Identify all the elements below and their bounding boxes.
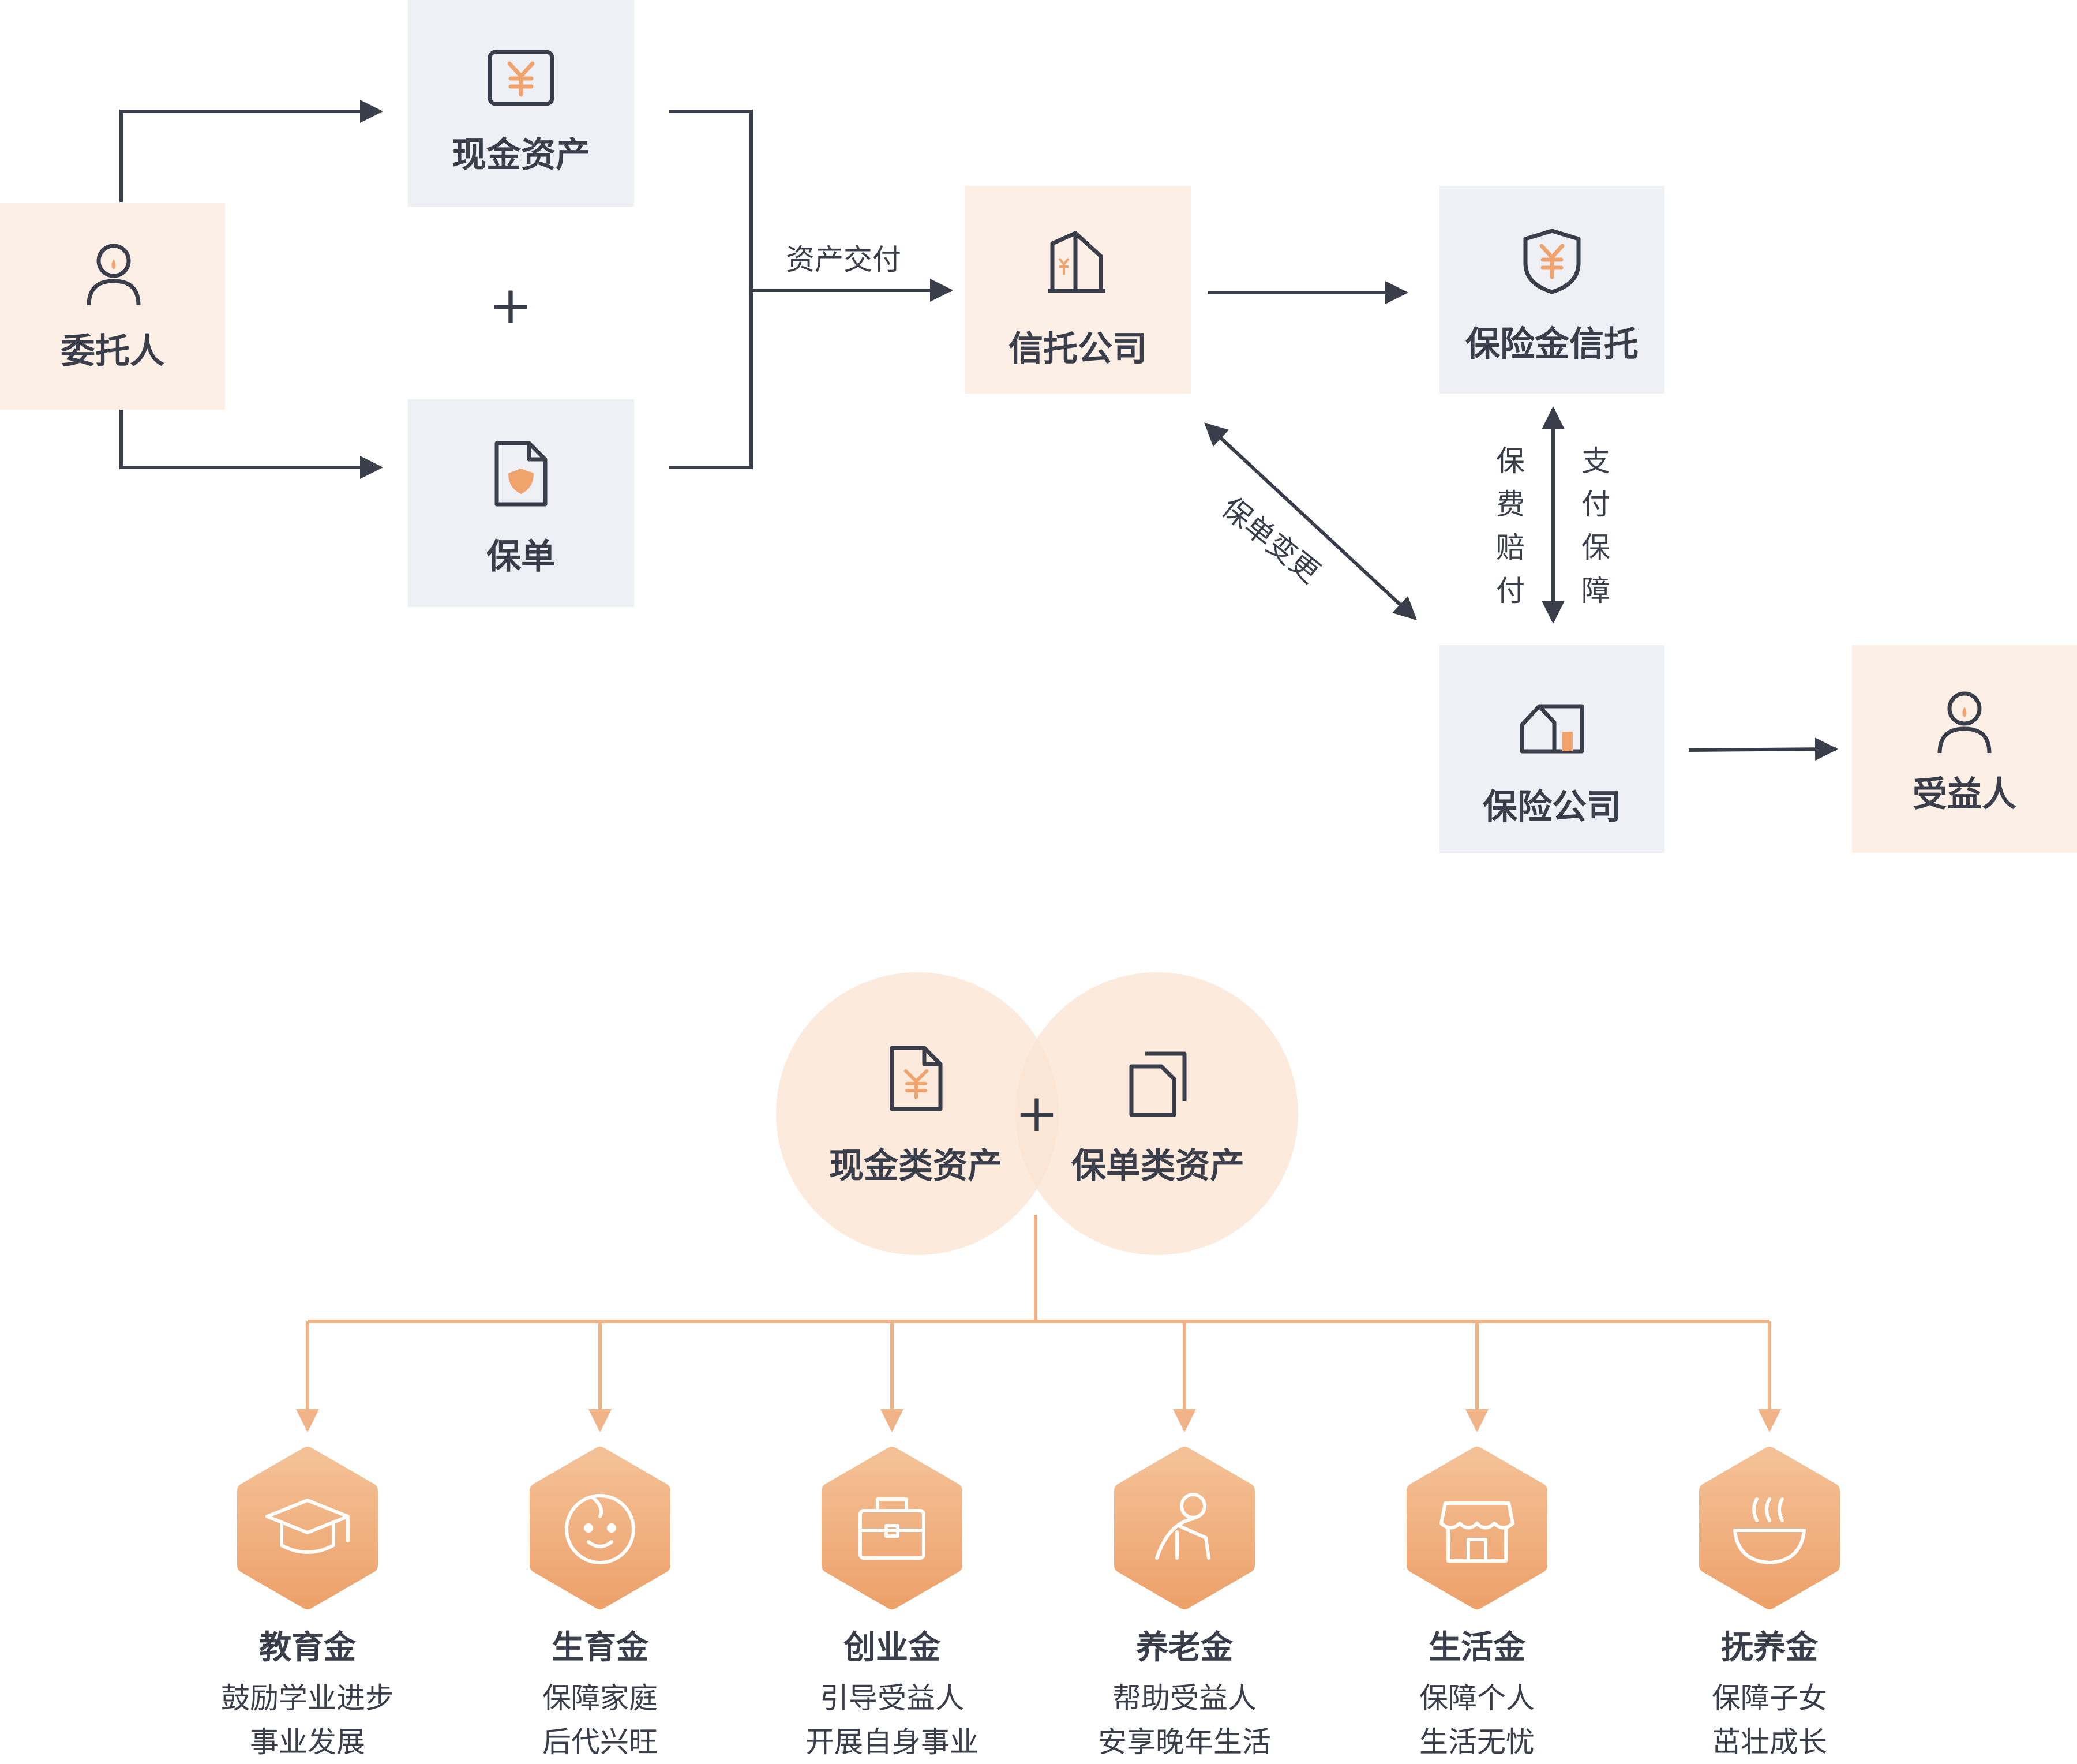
- fund-desc-line: 开展自身事业: [805, 1725, 978, 1759]
- hex-childbirth: [530, 1447, 670, 1609]
- fund-title-childbirth: 生育金: [552, 1629, 648, 1666]
- node-insurance-trust: 保险金信托: [1439, 186, 1664, 394]
- documents-icon: [1129, 1051, 1187, 1117]
- node-beneficiary: 受益人: [1852, 645, 2077, 853]
- edge-payment-guarantee-label: 支 付 保 障: [1579, 440, 1613, 613]
- plus-sign-top: +: [489, 275, 533, 336]
- fund-desc-line: 保障子女: [1712, 1681, 1827, 1715]
- fund-desc-pension: 帮助受益人 安享晚年生活: [1098, 1676, 1271, 1764]
- plus-sign-combo: +: [1015, 1083, 1059, 1144]
- fund-desc-line: 帮助受益人: [1112, 1681, 1257, 1715]
- hex-startup: [822, 1447, 962, 1609]
- edge-premium-claim-char: 费: [1496, 488, 1525, 521]
- edge-premium-claim-char: 赔: [1496, 531, 1525, 564]
- bowl-icon: [1733, 1497, 1806, 1564]
- fund-desc-line: 生活无忧: [1419, 1725, 1535, 1759]
- cash-document-icon: [890, 1046, 943, 1111]
- combo-right-label: 保单类资产: [1071, 1146, 1244, 1186]
- briefcase-icon: [858, 1497, 925, 1560]
- node-policy: 保单: [408, 399, 634, 607]
- node-settlor: 委托人: [0, 203, 225, 410]
- node-trust-company: 信托公司: [965, 186, 1191, 394]
- fund-desc-upbringing: 保障子女 茁壮成长: [1712, 1676, 1827, 1764]
- node-policy-label: 保单: [486, 537, 556, 577]
- fund-desc-line: 引导受益人: [820, 1681, 964, 1715]
- fund-desc-living: 保障个人 生活无忧: [1419, 1676, 1535, 1764]
- elderly-person-icon: [1155, 1493, 1210, 1560]
- node-beneficiary-label: 受益人: [1913, 774, 2016, 815]
- person-icon: [87, 244, 141, 306]
- baby-face-icon: [565, 1494, 635, 1564]
- person-icon: [1937, 691, 1992, 754]
- edge-asset-delivery-label: 资产交付: [786, 243, 901, 276]
- hex-upbringing: [1699, 1447, 1840, 1609]
- bracket-merge: [669, 110, 753, 469]
- node-insurance-trust-label: 保险金信托: [1465, 324, 1639, 365]
- edge-settlor-to-policy: [119, 410, 383, 479]
- fund-desc-line: 鼓励学业进步: [221, 1681, 394, 1715]
- fund-desc-line: 后代兴旺: [542, 1725, 658, 1759]
- house-icon: [1520, 704, 1584, 754]
- storefront-icon: [1439, 1501, 1514, 1563]
- edge-payment-guarantee-char: 障: [1581, 574, 1610, 608]
- edge-payment-guarantee-char: 支: [1581, 444, 1610, 478]
- fund-desc-line: 事业发展: [250, 1725, 365, 1759]
- building-yuan-icon: [1048, 231, 1105, 293]
- fund-desc-line: 保障个人: [1419, 1681, 1535, 1715]
- edge-insurer-to-beneficiary: [1688, 737, 1838, 761]
- fund-hexagons: [237, 1447, 1840, 1609]
- policy-document-icon: [494, 441, 548, 507]
- graduation-cap-icon: [265, 1499, 350, 1554]
- fund-desc-line: 保障家庭: [542, 1681, 658, 1715]
- fund-title-upbringing: 抚养金: [1721, 1629, 1818, 1666]
- yuan-box-icon: [488, 50, 554, 106]
- fund-desc-education: 鼓励学业进步 事业发展: [221, 1676, 394, 1764]
- node-insurance-company-label: 保险公司: [1483, 787, 1621, 827]
- edge-payment-guarantee-char: 付: [1581, 488, 1610, 521]
- combo-left-label: 现金类资产: [829, 1146, 1002, 1186]
- edge-policy-change: [1204, 422, 1417, 620]
- edge-premium-claim-label: 保 费 赔 付: [1493, 440, 1528, 613]
- node-cash-assets-label: 现金资产: [452, 135, 590, 175]
- node-settlor-label: 委托人: [61, 331, 164, 372]
- fund-title-pension: 养老金: [1136, 1629, 1233, 1666]
- edge-premium-claim-char: 保: [1496, 444, 1525, 478]
- fund-desc-childbirth: 保障家庭 后代兴旺: [542, 1676, 658, 1764]
- node-insurance-company: 保险公司: [1439, 645, 1664, 853]
- edge-payment-guarantee-char: 保: [1581, 531, 1610, 564]
- flow-connectors: [119, 100, 1838, 761]
- fund-title-living: 生活金: [1429, 1629, 1525, 1666]
- edge-settlor-to-cash: [119, 100, 383, 202]
- fund-connectors: [296, 1215, 1781, 1432]
- fund-title-startup: 创业金: [843, 1629, 940, 1666]
- fund-desc-line: 安享晚年生活: [1098, 1725, 1271, 1759]
- node-trust-company-label: 信托公司: [1008, 329, 1147, 369]
- shield-yuan-icon: [1523, 229, 1581, 294]
- circle-cash-assets: [776, 972, 1059, 1255]
- edge-premium-claim-char: 付: [1496, 574, 1525, 608]
- node-cash-assets: 现金资产: [408, 0, 634, 207]
- fund-desc-line: 茁壮成长: [1712, 1725, 1827, 1759]
- hex-living: [1407, 1447, 1547, 1609]
- fund-desc-startup: 引导受益人 开展自身事业: [805, 1676, 978, 1764]
- fund-title-education: 教育金: [259, 1629, 356, 1666]
- hex-education: [237, 1447, 378, 1609]
